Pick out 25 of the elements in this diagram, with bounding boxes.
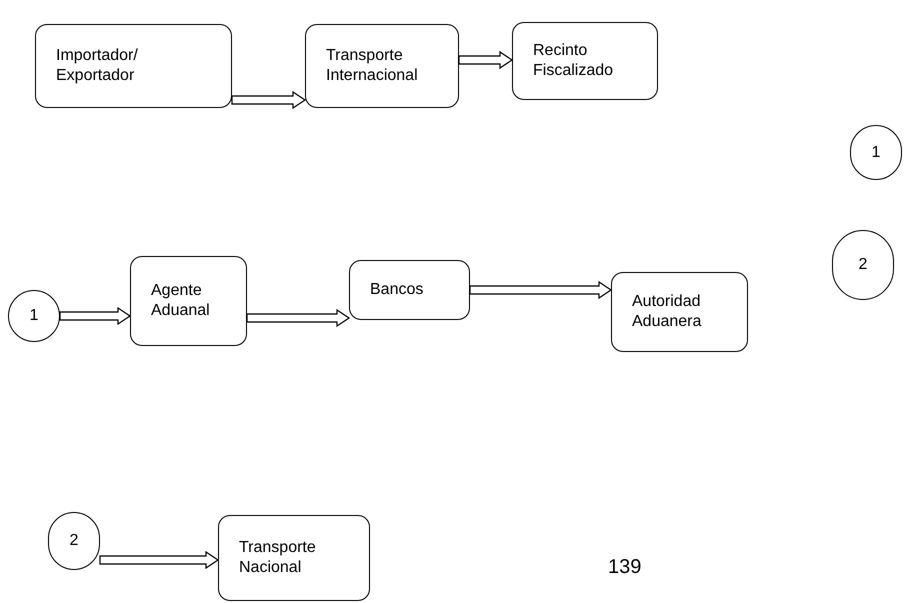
block-arrow <box>231 90 306 110</box>
node-text: Recinto Fiscalizado <box>533 41 614 81</box>
process-box <box>305 24 459 108</box>
block-arrow <box>469 280 612 300</box>
node-text: Transporte Internacional <box>326 46 419 86</box>
process-box <box>349 260 470 320</box>
node-text: Bancos <box>370 280 424 300</box>
node-text: 1 <box>872 142 880 162</box>
block-arrow <box>59 306 132 326</box>
process-box <box>218 515 370 601</box>
node-text: Autoridad Aduanera <box>632 292 702 332</box>
block-arrow <box>458 50 514 70</box>
process-box <box>35 24 232 108</box>
node-text: 1 <box>30 306 38 326</box>
process-box <box>611 272 748 352</box>
page-number: 139 <box>608 555 642 580</box>
node-text: Importador/ Exportador <box>56 46 139 86</box>
node-text: 2 <box>70 531 78 551</box>
node-text: Agente Aduanal <box>151 281 211 321</box>
process-box <box>512 22 658 100</box>
node-text: Transporte Nacional <box>239 538 317 578</box>
node-text: 2 <box>858 255 868 275</box>
process-box <box>130 256 247 346</box>
block-arrow <box>99 550 220 570</box>
block-arrow <box>246 308 350 328</box>
